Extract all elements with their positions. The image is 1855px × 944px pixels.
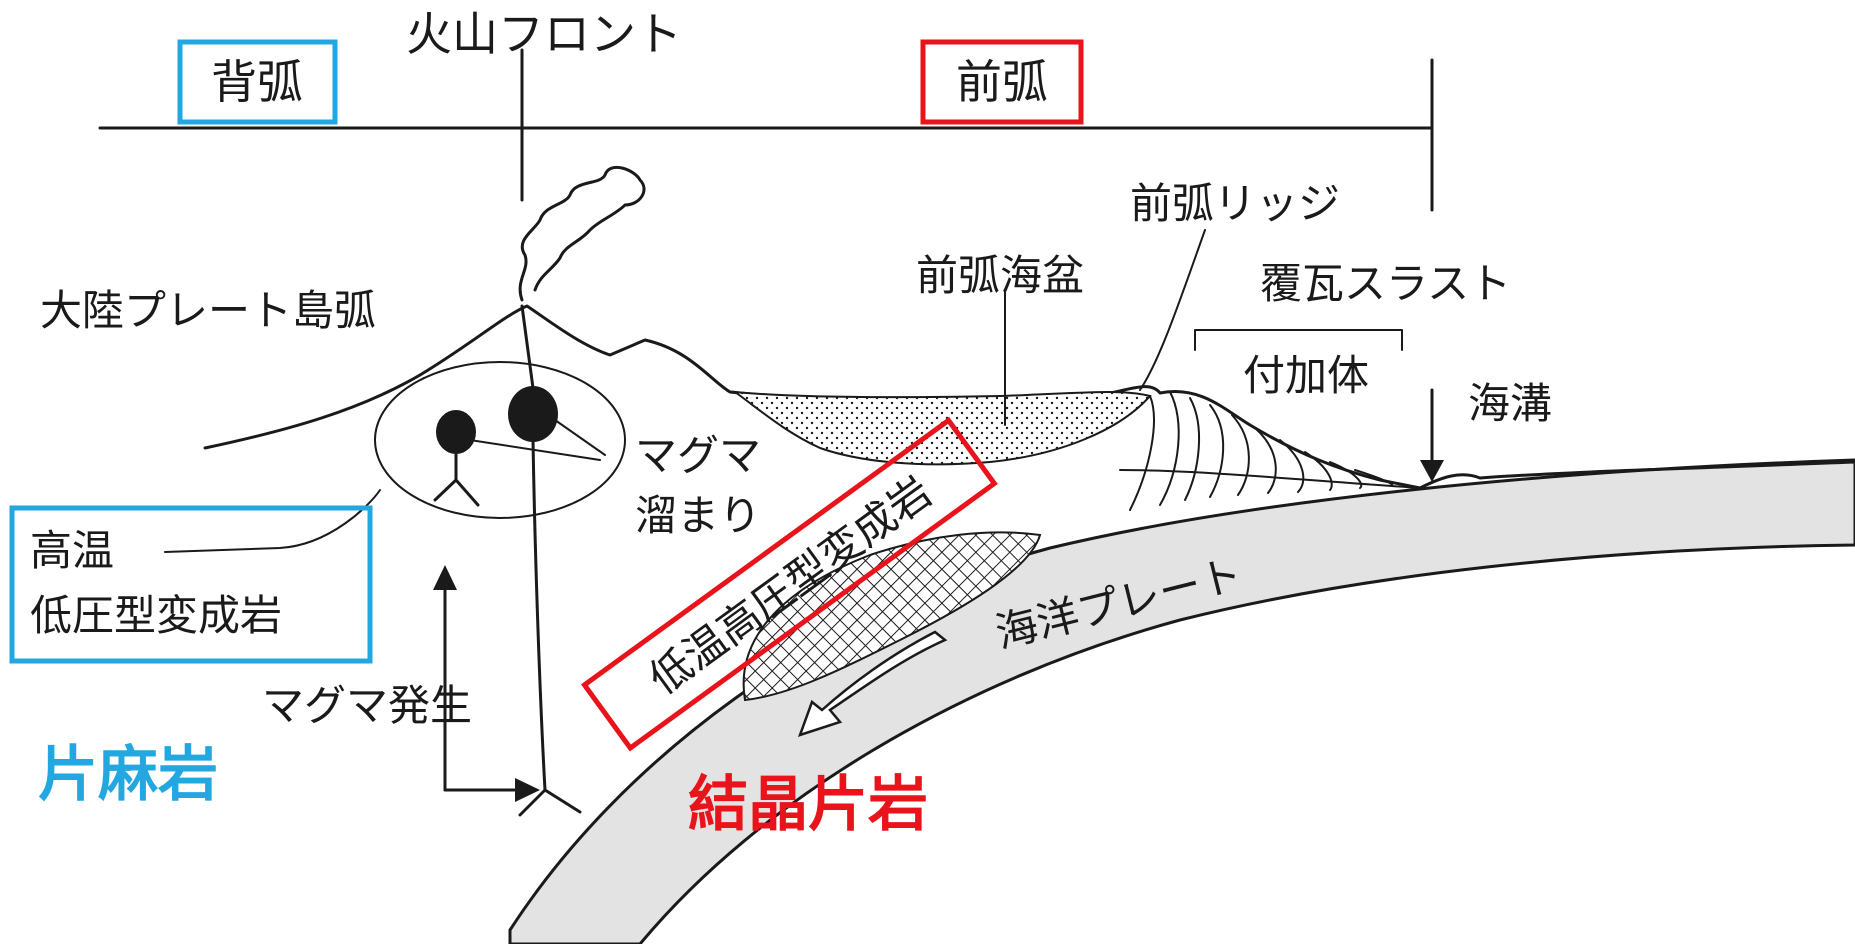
magma-chamber-label-2: 溜まり (635, 491, 761, 540)
volcano-plume-icon (518, 165, 646, 302)
fore-arc-box (920, 39, 1084, 125)
low-temp-high-pressure-body (742, 531, 1042, 702)
high-temp-low-pressure-box (9, 505, 373, 664)
continental-plate-arc-label: 大陸プレート島弧 (40, 286, 376, 335)
high-temp-label-2: 低圧型変成岩 (30, 591, 282, 640)
magma-chamber-outline (374, 361, 626, 519)
fore-arc-label: 前弧 (956, 55, 1048, 109)
top-axis (98, 48, 1434, 212)
forearc-ridge-label: 前弧リッジ (1130, 179, 1340, 228)
imbricate-thrust-label: 覆瓦スラスト (1260, 259, 1511, 308)
low-temp-high-pressure-box (580, 416, 998, 752)
top-axis-labels: 背弧 火山フロント 前弧 (177, 7, 1084, 125)
trench-label: 海溝 (1468, 379, 1552, 428)
leader-lines (164, 229, 1403, 553)
accretionary-prism (1119, 391, 1421, 511)
volcanic-front-label: 火山フロント (406, 7, 682, 61)
back-arc-label: 背弧 (211, 55, 303, 109)
arrow-up-icon (433, 565, 540, 802)
forearc-basin-sediment (731, 390, 1152, 466)
forearc-basin-label: 前弧海盆 (916, 251, 1084, 300)
back-arc-box (177, 39, 338, 125)
subduction-arrow-icon (797, 630, 948, 737)
magma-generation-label: マグマ発生 (262, 681, 472, 730)
magma-chamber-label-1: マグマ (635, 431, 761, 480)
magma-blob-icon (433, 304, 582, 817)
arrow-down-icon (1420, 388, 1444, 482)
gneiss-annotation: 片麻岩 (38, 740, 218, 810)
crystalline-schist-annotation: 結晶片岩 (688, 770, 928, 840)
accretionary-prism-label: 付加体 (1243, 351, 1369, 400)
high-temp-label-1: 高温 (30, 526, 114, 575)
